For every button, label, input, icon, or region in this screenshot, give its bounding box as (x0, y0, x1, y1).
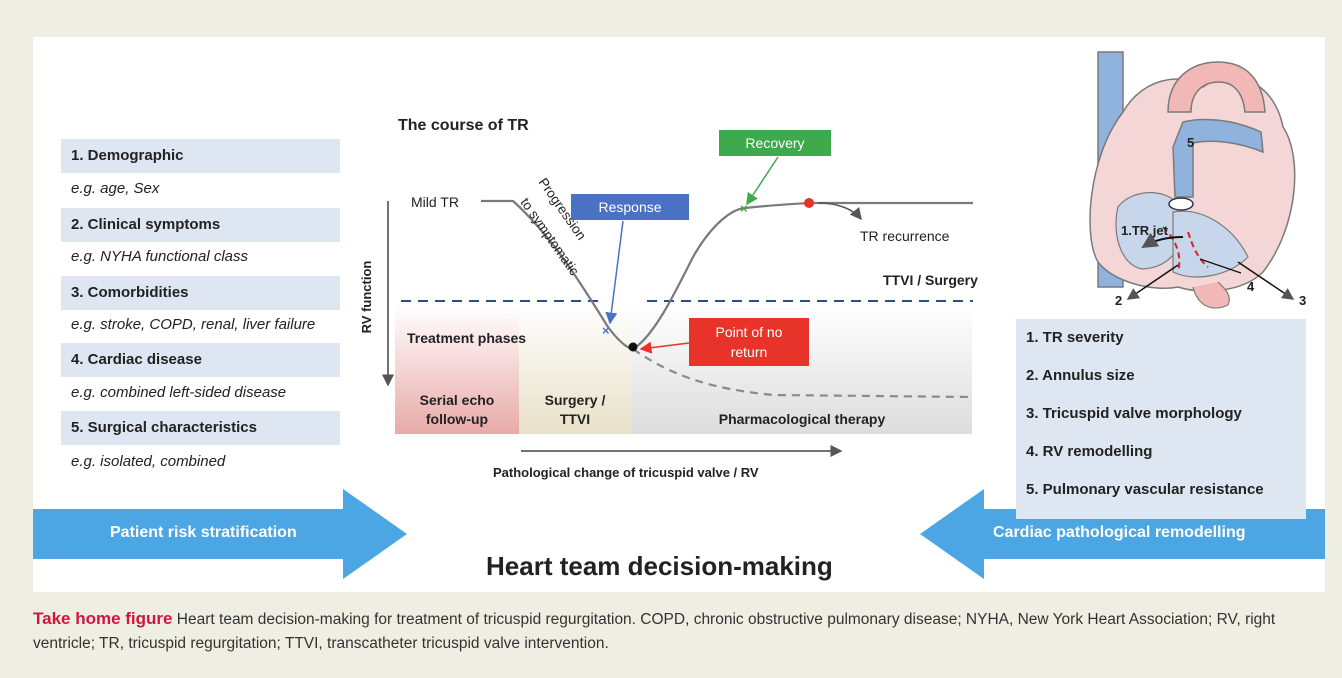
right-arrow-label: Cardiac pathological remodelling (993, 524, 1246, 541)
remodelling-factor: 4. RV remodelling (1026, 443, 1153, 460)
phase-surgery-label-2: TTVI (560, 411, 590, 427)
figure-panel: 1. Demographic e.g. age, Sex 2. Clinical… (33, 37, 1325, 592)
factor-demographic: 1. Demographic (61, 139, 340, 173)
heart-label-4: 4 (1247, 279, 1255, 294)
no-return-label-1: Point of no (716, 324, 783, 340)
tr-course-curve (481, 199, 973, 351)
heart-team-title: Heart team decision-making (486, 551, 833, 581)
chart-title: The course of TR (398, 117, 529, 134)
factor-comorbidities: 3. Comorbidities (61, 276, 340, 310)
heart-label-3: 3 (1299, 293, 1306, 308)
mild-tr-label: Mild TR (411, 194, 459, 210)
no-return-box (689, 318, 809, 366)
remodelling-factor: 2. Annulus size (1026, 367, 1135, 384)
recovery-arrow (746, 156, 779, 206)
recurrence-point (804, 198, 814, 208)
figure-caption: Take home figure Heart team decision-mak… (33, 607, 1323, 656)
heart-label-2: 2 (1115, 293, 1122, 308)
x-axis-label: Pathological change of tricuspid valve /… (493, 465, 759, 480)
phase-serial-echo-bg (395, 305, 519, 434)
course-of-tr-diagram: RV function Pathological change of tricu… (359, 51, 1306, 480)
response-label: Response (598, 199, 661, 215)
no-return-point (628, 342, 638, 352)
recurrence-arrow (817, 202, 862, 221)
caption-lead: Take home figure (33, 609, 173, 628)
factor-demographic-example: e.g. age, Sex (71, 180, 160, 197)
phase-surgery-bg (519, 305, 632, 434)
response-marker: × (602, 323, 610, 338)
no-return-label-2: return (731, 344, 768, 360)
left-arrow (33, 489, 407, 579)
factor-clinical-symptoms-example: e.g. NYHA functional class (71, 248, 249, 265)
y-axis-label: RV function (359, 261, 374, 334)
phase-pharma-label: Pharmacological therapy (719, 411, 886, 427)
response-box (571, 194, 689, 220)
response-arrow (605, 220, 624, 325)
caption-text: Heart team decision-making for treatment… (33, 611, 1276, 652)
recovery-label: Recovery (745, 135, 804, 151)
no-return-arrow (639, 341, 690, 354)
phase-surgery-label: Surgery / (545, 392, 606, 408)
decline-dashed-curve (632, 348, 974, 399)
factor-surgical-characteristics-example: e.g. isolated, combined (71, 453, 226, 470)
factor-cardiac-disease-example: e.g. combined left-sided disease (71, 384, 287, 401)
tr-recurrence-label: TR recurrence (860, 228, 950, 244)
factor-surgical-characteristics: 5. Surgical characteristics (61, 411, 340, 445)
heart-illustration (1089, 51, 1296, 309)
remodelling-factor: 3. Tricuspid valve morphology (1026, 405, 1242, 422)
phase-serial-echo-label-2: follow-up (426, 411, 488, 427)
heart-label-5: 5 (1187, 135, 1194, 150)
phase-serial-echo-label: Serial echo (420, 392, 495, 408)
heart-label-jet: 1.TR jet (1121, 223, 1169, 238)
factor-comorbidities-example: e.g. stroke, COPD, renal, liver failure (71, 316, 316, 333)
factor-cardiac-disease: 4. Cardiac disease (61, 343, 340, 377)
remodelling-factor: 5. Pulmonary vascular resistance (1026, 481, 1264, 498)
treatment-phases-label: Treatment phases (407, 330, 526, 346)
recovery-box (719, 130, 831, 156)
left-arrow-label: Patient risk stratification (110, 524, 297, 541)
remodelling-factor: 1. TR severity (1026, 329, 1124, 346)
ttvi-surgery-label: TTVI / Surgery (883, 272, 978, 288)
factor-clinical-symptoms: 2. Clinical symptoms (61, 208, 340, 242)
recovery-marker: × (740, 201, 748, 216)
remodelling-factors-box: 1. TR severity 2. Annulus size 3. Tricus… (1016, 319, 1306, 519)
